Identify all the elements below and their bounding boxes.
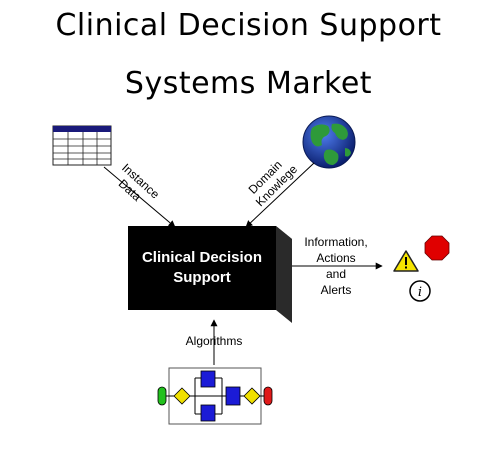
spreadsheet-icon <box>52 125 112 166</box>
output-label-line-2: Actions <box>316 251 355 265</box>
instance-data-label: Instance Data <box>116 161 163 204</box>
output-label-line-3: and <box>326 267 346 281</box>
arrow-instance-data <box>103 166 176 228</box>
output-label-line-1: Information, <box>304 235 367 249</box>
clinical-decision-support-box: Clinical Decision Support <box>128 226 292 323</box>
info-glyph: i <box>418 285 422 300</box>
algorithms-label: Algorithms <box>186 334 243 348</box>
output-label: Information, Actions and Alerts <box>304 235 367 297</box>
title-line-1: Clinical Decision Support <box>55 8 442 43</box>
info-icon: i <box>409 280 431 302</box>
globe-icon <box>302 115 356 169</box>
title-line-2: Systems Market <box>124 66 373 101</box>
box-label-line-1: Clinical Decision <box>142 249 262 266</box>
flowchart-icon <box>157 367 273 425</box>
output-label-line-4: Alerts <box>321 283 352 297</box>
box-label-line-2: Support <box>173 269 231 286</box>
stop-sign-icon <box>424 235 450 261</box>
warning-icon <box>393 250 419 272</box>
domain-knowledge-label: Domain Knowlege <box>246 158 301 210</box>
arrow-domain-knowledge <box>245 162 315 228</box>
